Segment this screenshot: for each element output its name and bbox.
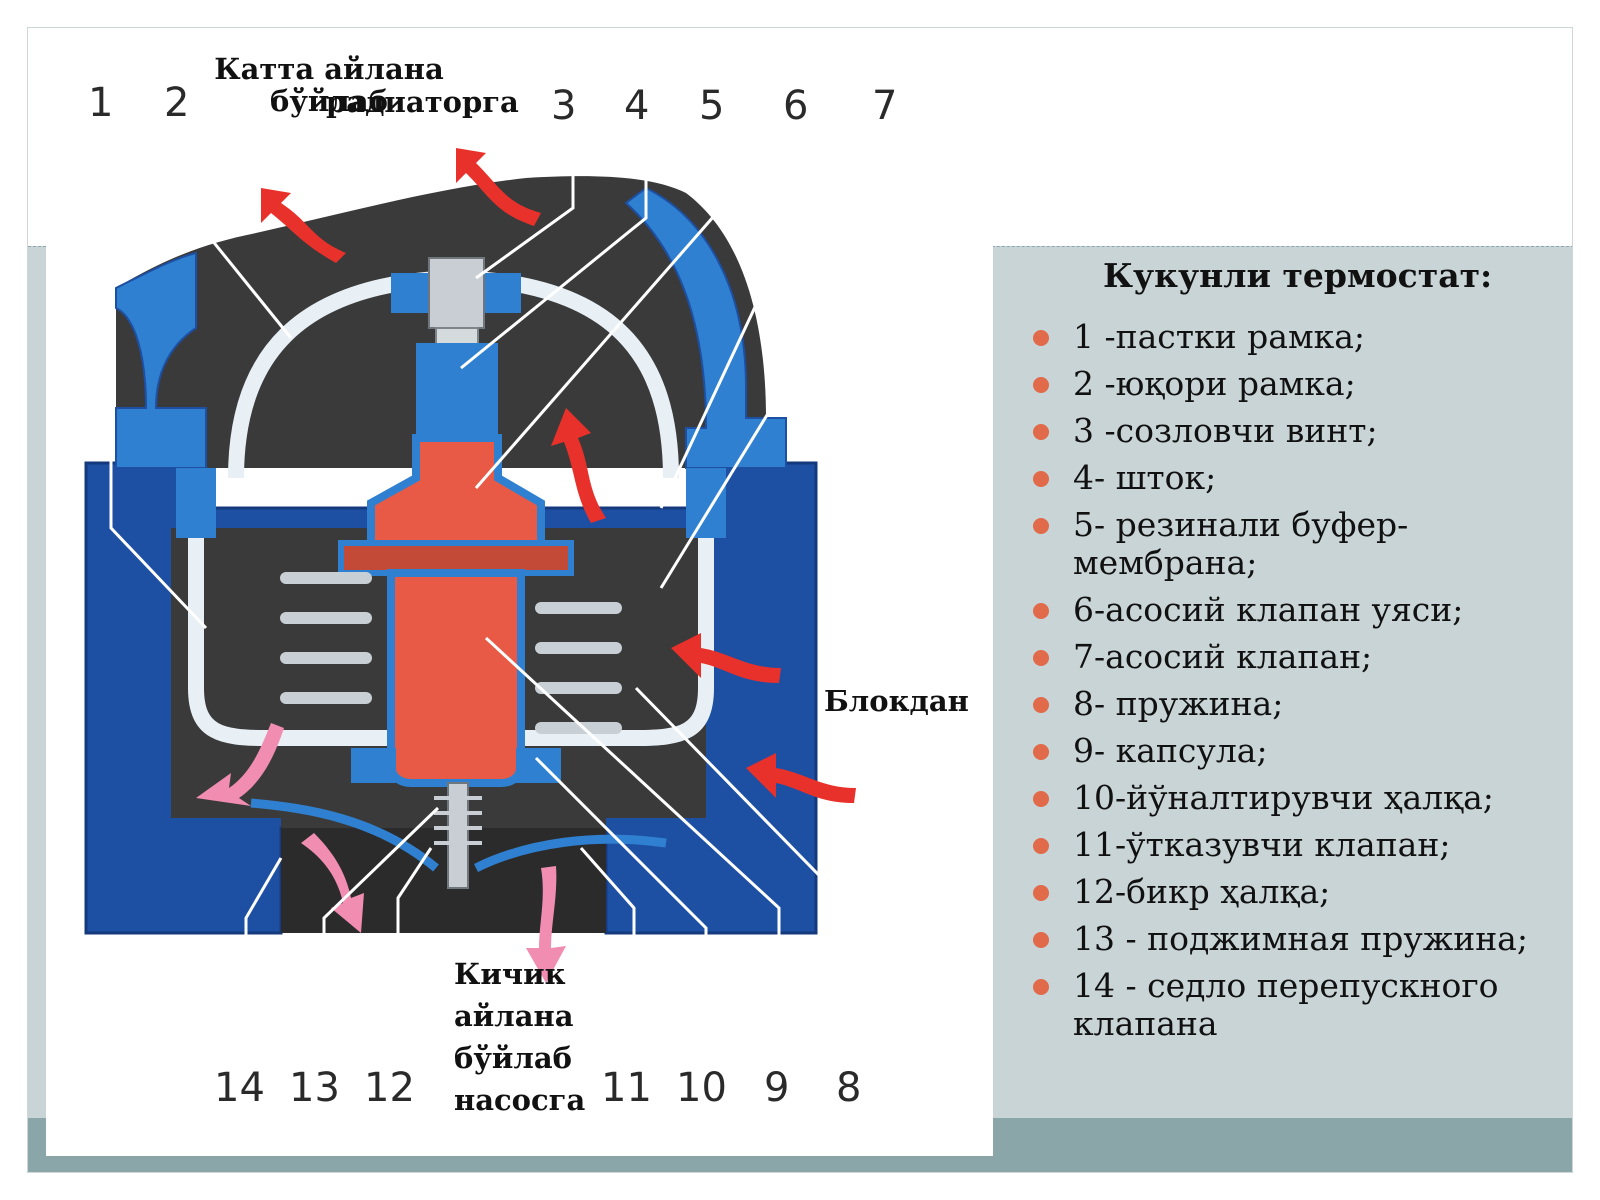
legend-item: 5- резинали буфер-мембрана; xyxy=(993,506,1553,582)
seat-left xyxy=(176,468,216,538)
legend-item-text: 10-йўналтирувчи ҳалқа; xyxy=(1073,778,1494,817)
callout-13: 13 xyxy=(289,1065,340,1111)
legend-item: 7-асосий клапан; xyxy=(993,638,1553,676)
legend-item: 9- капсула; xyxy=(993,732,1553,770)
legend-item-text: 12-бикр ҳалқа; xyxy=(1073,872,1331,911)
bullet-icon xyxy=(1033,603,1049,619)
bullet-icon xyxy=(1033,518,1049,534)
callout-7: 7 xyxy=(872,83,898,129)
bullet-icon xyxy=(1033,885,1049,901)
bypass-valve-plate xyxy=(250,798,667,873)
adjusting-screw xyxy=(428,257,485,329)
legend-item-text: 13 - поджимная пружина; xyxy=(1073,919,1528,958)
legend-item-text: 14 - седло перепускного клапана xyxy=(1073,966,1499,1043)
legend-item-text: 6-асосий клапан уяси; xyxy=(1073,590,1464,629)
stem-guide xyxy=(416,343,498,438)
bypass-valve-stem xyxy=(447,782,469,889)
main-valve-disc xyxy=(338,540,574,576)
legend-item: 3 -созловчи винт; xyxy=(993,412,1553,450)
legend-item-text: 1 -пастки рамка; xyxy=(1073,317,1366,356)
callout-5: 5 xyxy=(699,83,725,129)
legend-item: 6-асосий клапан уяси; xyxy=(993,591,1553,629)
spring-coils xyxy=(280,572,622,734)
legend-item: 8- пружина; xyxy=(993,685,1553,723)
bullet-icon xyxy=(1033,932,1049,948)
bullet-icon xyxy=(1033,791,1049,807)
callout-9: 9 xyxy=(764,1065,790,1111)
bullet-icon xyxy=(1033,979,1049,995)
legend-item-text: 11-ўтказувчи клапан; xyxy=(1073,825,1451,864)
callout-1: 1 xyxy=(88,80,114,126)
seat-right xyxy=(686,468,726,538)
legend-item: 4- шток; xyxy=(993,459,1553,497)
legend-item-text: 8- пружина; xyxy=(1073,684,1284,723)
thermostat-figure: 1 2 3 4 5 6 7 14 13 12 11 10 9 8 Катта а… xyxy=(46,28,993,1156)
slide: 1 2 3 4 5 6 7 14 13 12 11 10 9 8 Катта а… xyxy=(27,27,1573,1173)
caption-small-circuit-3: бўйлаб xyxy=(454,1041,572,1075)
callout-6: 6 xyxy=(783,83,809,129)
cover-flange-left xyxy=(115,251,207,469)
caption-big-circuit: Катта айлана бўйлаб xyxy=(214,52,444,119)
bullet-icon xyxy=(1033,744,1049,760)
caption-small-circuit-2: айлана xyxy=(454,999,574,1033)
legend-item-text: 2 -юқори рамка; xyxy=(1073,364,1356,403)
bullet-icon xyxy=(1033,424,1049,440)
callout-8: 8 xyxy=(836,1065,862,1111)
legend-item: 2 -юқори рамка; xyxy=(993,365,1553,403)
callout-2: 2 xyxy=(164,80,190,126)
callout-3: 3 xyxy=(551,83,577,129)
coolant-flow-arrows xyxy=(261,148,856,803)
legend-item-text: 7-асосий клапан; xyxy=(1073,637,1373,676)
legend-item: 13 - поджимная пружина; xyxy=(993,920,1553,958)
thermostat-cross-section xyxy=(84,133,896,1068)
bypass-flow-arrows xyxy=(196,723,566,983)
legend-list: 1 -пастки рамка; 2 -юқори рамка; 3 -созлов… xyxy=(993,318,1553,1052)
bullet-icon xyxy=(1033,377,1049,393)
callout-leader-lines xyxy=(109,133,896,1068)
caption-small-circuit-1: Кичик xyxy=(454,957,566,991)
legend-item: 11-ўтказувчи клапан; xyxy=(993,826,1553,864)
bullet-icon xyxy=(1033,471,1049,487)
legend-item: 14 - седло перепускного клапана xyxy=(993,967,1553,1043)
callout-4: 4 xyxy=(624,83,650,129)
legend-title: Кукунли термостат: xyxy=(1103,256,1493,295)
legend-item-text: 5- резинали буфер-мембрана; xyxy=(1073,505,1409,582)
legend-item-text: 3 -созловчи винт; xyxy=(1073,411,1378,450)
legend-item: 10-йўналтирувчи ҳалқа; xyxy=(993,779,1553,817)
legend-item: 1 -пастки рамка; xyxy=(993,318,1553,356)
guide-ring-left xyxy=(351,748,396,783)
bullet-icon xyxy=(1033,697,1049,713)
capsule xyxy=(387,569,525,787)
bullet-icon xyxy=(1033,330,1049,346)
caption-small-circuit-4: насосга xyxy=(454,1083,586,1117)
callout-14: 14 xyxy=(214,1065,265,1111)
callout-10: 10 xyxy=(676,1065,727,1111)
clamp-spring xyxy=(434,796,482,845)
bullet-icon xyxy=(1033,650,1049,666)
bullet-icon xyxy=(1033,838,1049,854)
legend-item: 12-бикр ҳалқа; xyxy=(993,873,1553,911)
legend-item-text: 9- капсула; xyxy=(1073,731,1268,770)
caption-to-radiator: радиаторга xyxy=(326,85,519,119)
callout-11: 11 xyxy=(601,1065,652,1111)
legend-item-text: 4- шток; xyxy=(1073,458,1217,497)
callout-12: 12 xyxy=(364,1065,415,1111)
caption-from-block: Блокдан xyxy=(824,684,969,718)
